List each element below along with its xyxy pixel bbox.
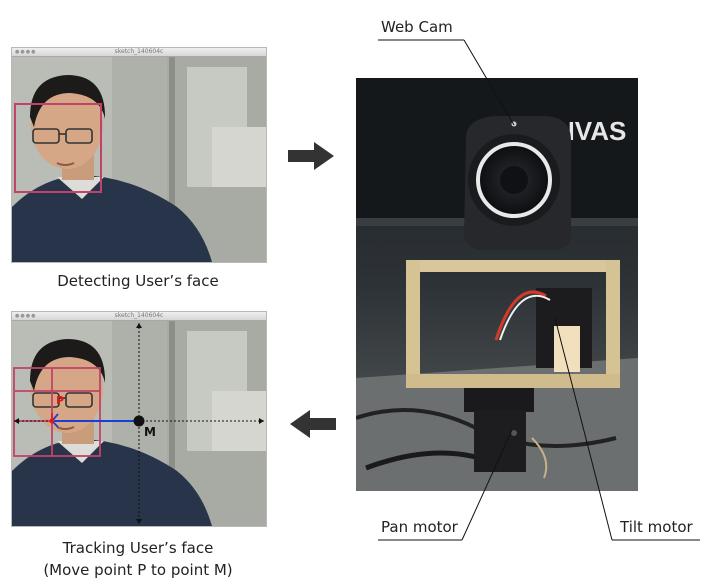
detecting-caption: Detecting User’s face bbox=[57, 272, 219, 290]
window-controls-icon: ●●●● bbox=[15, 313, 37, 319]
detection-window-titlebar: ●●●● sketch_140604c bbox=[12, 48, 266, 57]
tracking-caption-line1: Tracking User’s face bbox=[62, 539, 214, 557]
tracking-scene bbox=[12, 321, 266, 526]
pan-motor bbox=[474, 410, 526, 472]
tracking-window-titlebar: ●●●● sketch_140604c bbox=[12, 312, 266, 321]
detection-window-title: sketch_140604c bbox=[114, 48, 164, 55]
arrow-left-icon bbox=[290, 410, 336, 438]
point-p-label: P bbox=[56, 394, 65, 407]
web-cam-label: Web Cam bbox=[381, 18, 453, 36]
pan-motor-label: Pan motor bbox=[381, 518, 458, 536]
tilt-motor-label: Tilt motor bbox=[620, 518, 693, 536]
tracking-window: ●●●● sketch_140604c bbox=[11, 311, 267, 527]
arrow-right-icon bbox=[288, 142, 334, 170]
tracking-window-title: sketch_140604c bbox=[114, 312, 164, 319]
camera-rig-photo: NVAS bbox=[356, 78, 638, 491]
detection-window: ●●●● sketch_140604c bbox=[11, 47, 267, 263]
tracking-caption-line2: (Move point P to point M) bbox=[43, 561, 233, 579]
point-m-label: M bbox=[144, 425, 156, 439]
detection-scene bbox=[12, 57, 266, 262]
point-p bbox=[49, 418, 55, 424]
point-m bbox=[133, 415, 145, 427]
face-detection-box bbox=[14, 103, 102, 193]
window-controls-icon: ●●●● bbox=[15, 49, 37, 55]
